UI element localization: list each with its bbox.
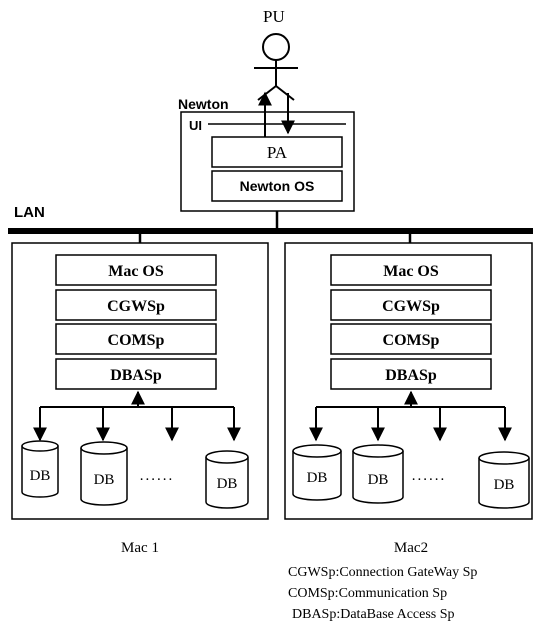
pa-label: PA [267, 143, 288, 162]
mac2-macos-box [330, 254, 492, 286]
mac1-db2-label: DB [94, 472, 115, 488]
mac1-ellipsis: ...... [140, 468, 175, 484]
mac1-cgwsp-label: CGWSp [107, 298, 165, 315]
mac2-db1-label: DB [307, 470, 328, 486]
mac1-db-fanout [33, 390, 241, 442]
mac2-db1-icon [292, 444, 342, 501]
mac1-db2-icon [80, 441, 128, 506]
mac2-ellipsis: ...... [412, 468, 447, 484]
mac2-db2-icon [352, 444, 404, 504]
newton-os-label: Newton OS [240, 178, 315, 194]
lan-label: LAN [14, 204, 45, 221]
mac1-db1-label: DB [30, 468, 51, 484]
pa-box [211, 136, 343, 168]
legend-dbasp: DBASp:DataBase Access Sp [292, 607, 455, 622]
mac1-macos-box [55, 254, 217, 286]
legend-cgwsp: CGWSp:Connection GateWay Sp [288, 565, 478, 580]
mac1-cgwsp-box [55, 289, 217, 321]
mac1-macos-label: Mac OS [108, 263, 164, 280]
ui-label: UI [189, 118, 202, 133]
mac2-cgwsp-label: CGWSp [382, 298, 440, 315]
mac1-db1-icon [21, 440, 59, 498]
mac1-comsp-box [55, 323, 217, 355]
mac1-db3-icon [205, 450, 249, 509]
mac2-db2-label: DB [368, 472, 389, 488]
mac2-db-fanout [309, 390, 512, 442]
mac2-db3-icon [478, 451, 530, 509]
legend-comsp: COMSp:Communication Sp [288, 586, 448, 601]
mac2-comsp-box [330, 323, 492, 355]
mac1-comsp-label: COMSp [108, 332, 165, 349]
user-figure-icon [254, 33, 298, 101]
mac2-dbasp-box [330, 358, 492, 390]
mac1-name: Mac 1 [121, 540, 159, 556]
mac1-dbasp-box [55, 358, 217, 390]
mac2-cgwsp-box [330, 289, 492, 321]
mac2-comsp-label: COMSp [383, 332, 440, 349]
user-label: PU [263, 7, 285, 26]
newton-os-box [211, 170, 343, 202]
mac2-name: Mac2 [394, 540, 428, 556]
mac2-dbasp-label: DBASp [385, 367, 437, 384]
mac1-db3-label: DB [217, 476, 238, 492]
mac2-macos-label: Mac OS [383, 263, 439, 280]
mac2-db3-label: DB [494, 477, 515, 493]
newton-title: Newton [178, 96, 229, 112]
lan-bus [8, 228, 533, 234]
mac1-dbasp-label: DBASp [110, 367, 162, 384]
